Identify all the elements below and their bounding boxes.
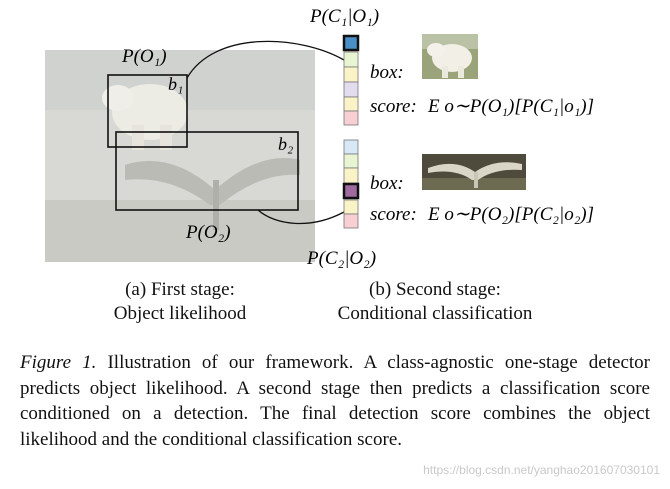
first-stage-line1: (a) First stage: [125, 279, 235, 300]
class-cell [343, 66, 359, 83]
score-expression-2: E o∼P(O₂)[P(C₂|o₂)] [427, 204, 594, 225]
b1-label: b₁ [168, 74, 183, 94]
top-class-prob-label: P(C₁|O₁) [309, 6, 379, 27]
score-expression-1: E o∼P(O₁)[P(C₁|o₁)] [427, 96, 594, 117]
class-column-top [342, 34, 360, 126]
first-stage-label: (a) First stage: Object likelihood [70, 278, 290, 326]
class-cell-selected [342, 34, 360, 52]
framework-diagram: P(C₁|O₁) P(C₂|O₂) P(O₁) P(O₂) b₁ b₂ box:… [45, 6, 594, 269]
first-stage-line2: Object likelihood [113, 303, 247, 324]
thumbnail-heron [422, 154, 526, 190]
class-cell [343, 81, 359, 98]
caption-text: Illustration of our framework. A class-a… [20, 352, 650, 450]
class-cell [343, 153, 359, 169]
class-cell [343, 199, 359, 215]
box-b1 [107, 74, 188, 148]
class-column-bottom [342, 139, 360, 229]
p-o2-label: P(O₂) [185, 222, 231, 243]
box-label-2: box: [370, 173, 404, 194]
class-cell [343, 51, 359, 68]
box-label-1: box: [370, 62, 404, 83]
second-stage-line2: Conditional classification [337, 303, 533, 324]
class-cell [343, 96, 359, 112]
class-cell [343, 110, 359, 126]
class-cell-selected [342, 182, 360, 200]
second-stage-line1: (b) Second stage: [369, 279, 501, 300]
scene-image [45, 50, 315, 262]
p-o1-label: P(O₁) [121, 46, 167, 67]
box-b2 [115, 131, 299, 211]
score-label-1: score: [370, 96, 417, 117]
watermark: https://blog.csdn.net/yanghao20160703010… [423, 463, 660, 477]
bottom-class-prob-label: P(C₂|O₂) [306, 248, 376, 269]
class-cell [343, 167, 359, 184]
b2-label: b₂ [278, 134, 293, 154]
second-stage-label: (b) Second stage: Conditional classifica… [300, 278, 570, 326]
class-cell [343, 139, 359, 155]
connector-top [186, 40, 345, 79]
score-label-2: score: [370, 204, 417, 225]
connector-bottom [257, 209, 345, 225]
thumbnail-bear [422, 34, 478, 79]
figure-caption: Figure 1. Illustration of our framework.… [20, 350, 650, 452]
class-cell [343, 213, 359, 229]
caption-lead: Figure 1. [20, 352, 97, 373]
